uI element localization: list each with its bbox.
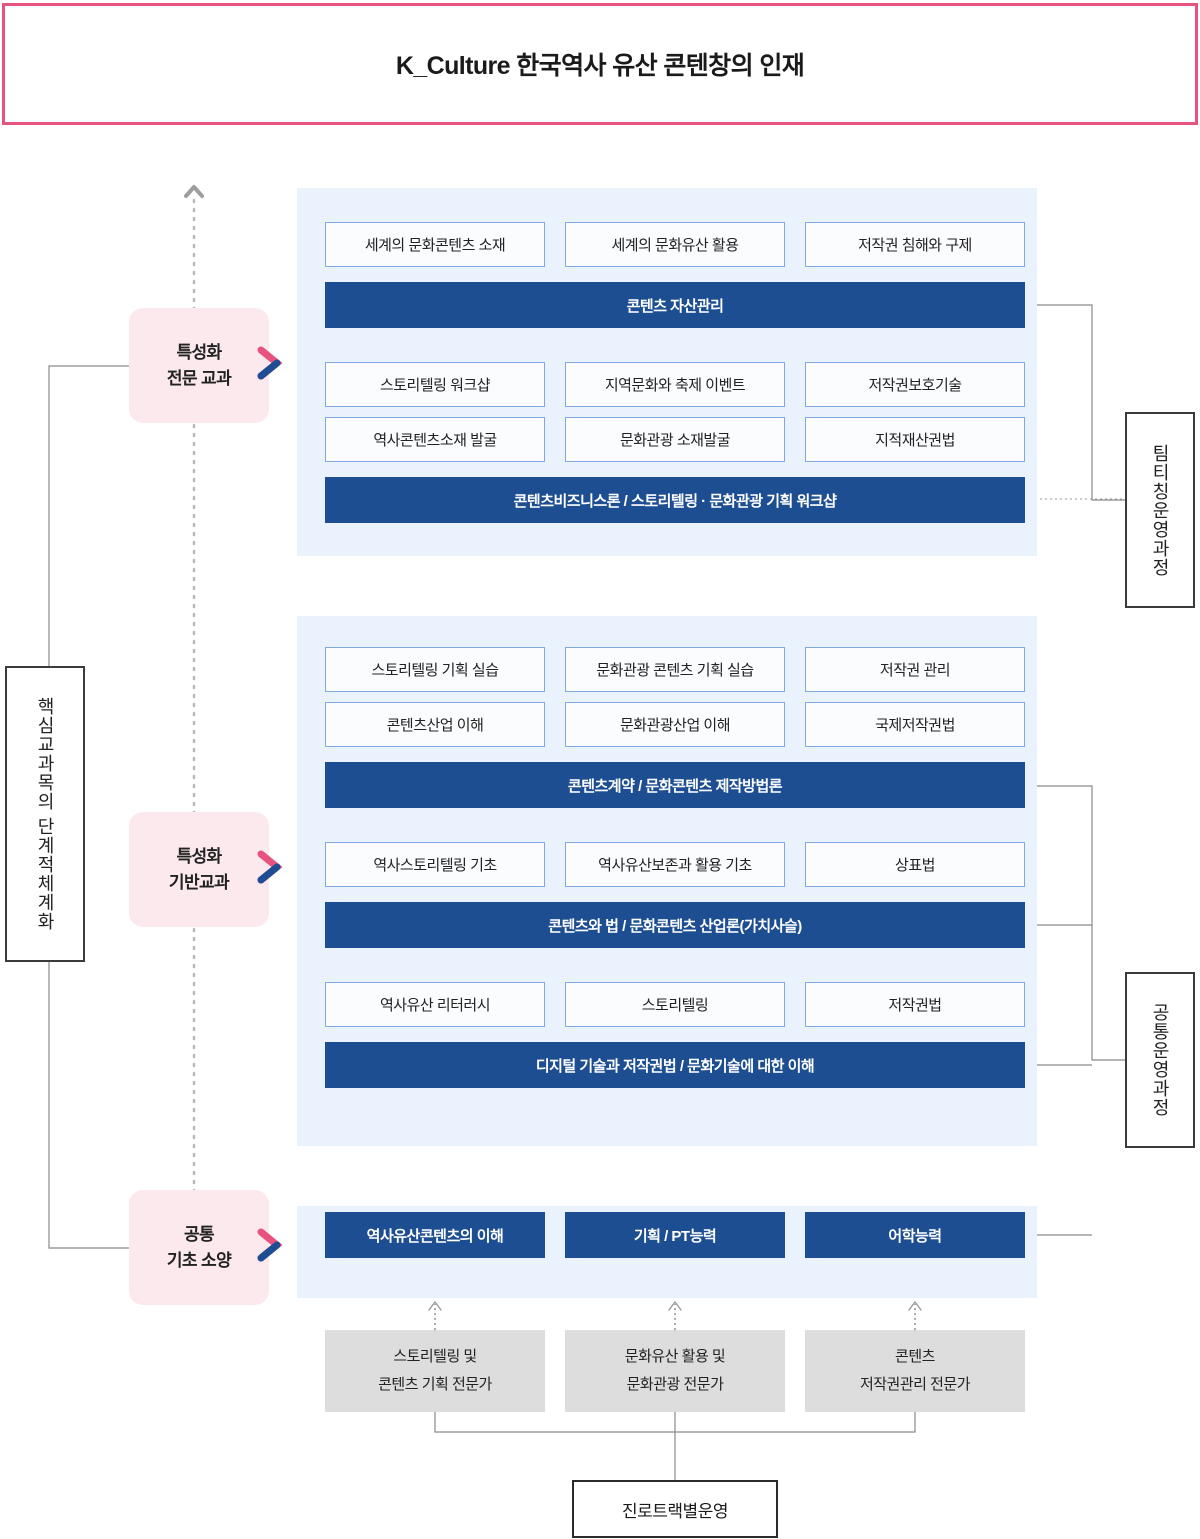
- course-box[interactable]: 세계의 문화콘텐츠 소재: [325, 222, 545, 267]
- course-box[interactable]: 역사유산보존과 활용 기초: [565, 842, 785, 887]
- course-box[interactable]: 지적재산권법: [805, 417, 1025, 462]
- chevron-right-icon: [257, 850, 283, 884]
- team-teaching-program-box: 팀티칭운영과정: [1125, 412, 1195, 608]
- expert-label-line2: 콘텐츠 기획 전문가: [378, 1376, 492, 1393]
- expert-label-line1: 문화유산 활용 및: [624, 1348, 726, 1366]
- core-bar-box[interactable]: 콘텐츠 자산관리: [325, 282, 1025, 328]
- course-box[interactable]: 문화관광산업 이해: [565, 702, 785, 747]
- core-bar-box[interactable]: 콘텐츠비즈니스론 / 스토리텔링 · 문화관광 기획 워크샵: [325, 477, 1025, 523]
- page-title: K_Culture 한국역사 유산 콘텐창의 인재: [395, 52, 805, 80]
- team-teaching-program-label: 팀티칭운영과정: [1150, 443, 1170, 577]
- course-box[interactable]: 저작권 침해와 구제: [805, 222, 1025, 267]
- right-bracket-connector-common: [1025, 785, 1125, 1236]
- stage-label-line2: 기반교과: [168, 872, 230, 892]
- chevron-right-icon: [257, 346, 283, 380]
- course-box[interactable]: 국제저작권법: [805, 702, 1025, 747]
- chevron-right-icon: [257, 1228, 283, 1262]
- stage-label-line2: 기초 소양: [166, 1250, 232, 1270]
- stage-pill-specialized-professional[interactable]: 특성화 전문 교과: [129, 308, 283, 423]
- course-box[interactable]: 저작권보호기술: [805, 362, 1025, 407]
- common-program-box: 공통운영과정: [1125, 972, 1195, 1148]
- stage-label-line1: 특성화: [176, 343, 222, 362]
- stage-label-line2: 전문 교과: [166, 368, 232, 388]
- course-box[interactable]: 지역문화와 축제 이벤트: [565, 362, 785, 407]
- course-box[interactable]: 상표법: [805, 842, 1025, 887]
- course-box[interactable]: 저작권 관리: [805, 647, 1025, 692]
- common-bar-box[interactable]: 어학능력: [805, 1212, 1025, 1258]
- expert-label-line1: 콘텐츠: [895, 1348, 935, 1366]
- course-box[interactable]: 콘텐츠산업 이해: [325, 702, 545, 747]
- course-box[interactable]: 스토리텔링: [565, 982, 785, 1027]
- common-bar-box[interactable]: 기획 / PT능력: [565, 1212, 785, 1258]
- stage-label-line1: 특성화: [176, 847, 222, 866]
- course-box[interactable]: 문화관광 콘텐츠 기획 실습: [565, 647, 785, 692]
- course-box[interactable]: 역사스토리텔링 기초: [325, 842, 545, 887]
- core-bar-box[interactable]: 콘텐츠와 법 / 문화콘텐츠 산업론(가치사슬): [325, 902, 1025, 948]
- expert-arrow-icons: [428, 1301, 922, 1330]
- course-box[interactable]: 저작권법: [805, 982, 1025, 1027]
- course-box[interactable]: 문화관광 소재발굴: [565, 417, 785, 462]
- expert-track-box[interactable]: 문화유산 활용 및 문화관광 전문가: [565, 1330, 785, 1412]
- course-box[interactable]: 역사콘텐츠소재 발굴: [325, 417, 545, 462]
- core-bar-box[interactable]: 콘텐츠계약 / 문화콘텐츠 제작방법론: [325, 762, 1025, 808]
- stage-pill-common-literacy[interactable]: 공통 기초 소양: [129, 1190, 283, 1305]
- expert-track-box[interactable]: 스토리텔링 및 콘텐츠 기획 전문가: [325, 1330, 545, 1412]
- course-box[interactable]: 세계의 문화유산 활용: [565, 222, 785, 267]
- stage-label-line1: 공통: [183, 1225, 215, 1244]
- common-bar-box[interactable]: 역사유산콘텐츠의 이해: [325, 1212, 545, 1258]
- course-box[interactable]: 스토리텔링 워크샵: [325, 362, 545, 407]
- expert-label-line2: 문화관광 전문가: [626, 1376, 724, 1393]
- expert-track-box[interactable]: 콘텐츠 저작권관리 전문가: [805, 1330, 1025, 1412]
- expert-label-line1: 스토리텔링 및: [393, 1348, 477, 1366]
- track-bracket-connector: [434, 1411, 916, 1480]
- course-box[interactable]: 스토리텔링 기획 실습: [325, 647, 545, 692]
- common-program-label: 공통운영과정: [1150, 1003, 1170, 1117]
- course-box[interactable]: 역사유산 리터러시: [325, 982, 545, 1027]
- core-curriculum-axis-box: 핵심교과목의 단계적체계화: [5, 666, 85, 962]
- career-track-box[interactable]: 진로트랙별운영: [572, 1480, 778, 1538]
- stage-pill-specialized-foundation[interactable]: 특성화 기반교과: [129, 812, 283, 927]
- right-bracket-connector-team: [1025, 304, 1125, 501]
- core-curriculum-axis-label: 핵심교과목의 단계적체계화: [35, 696, 55, 931]
- expert-label-line2: 저작권관리 전문가: [859, 1376, 971, 1393]
- core-bar-box[interactable]: 디지털 기술과 저작권법 / 문화기술에 대한 이해: [325, 1042, 1025, 1088]
- page-header: K_Culture 한국역사 유산 콘텐창의 인재: [2, 3, 1198, 125]
